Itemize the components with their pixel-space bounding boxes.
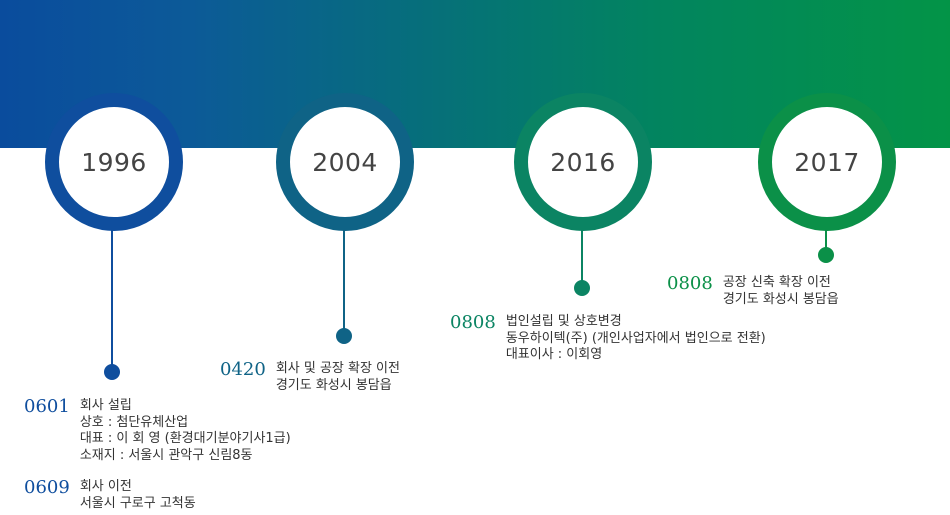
timeline-dot-2004 bbox=[336, 328, 352, 344]
event-description: 회사 설립 상호 : 첨단유체산업 대표 : 이 회 영 (환경대기분야기사1급… bbox=[80, 398, 291, 464]
event-date: 0808 bbox=[450, 312, 496, 333]
event-line: 서울시 구로구 고척동 bbox=[79, 495, 196, 511]
event-line: 대표 : 이 회 영 (환경대기분야기사1급) bbox=[79, 431, 291, 446]
event-description: 공장 신축 확장 이전 경기도 화성시 봉담읍 bbox=[723, 275, 839, 308]
event-line: 회사 및 공장 확장 이전 bbox=[275, 361, 400, 376]
year-label: 2017 bbox=[794, 147, 860, 177]
event-line: 공장 신축 확장 이전 bbox=[722, 275, 831, 290]
history-entry-2016-0808: 0808 법인설립 및 상호변경 동우하이텍(주) (개인사업자에서 법인으로 … bbox=[450, 314, 766, 364]
year-label: 2016 bbox=[550, 147, 616, 177]
year-circle-2004: 2004 bbox=[276, 93, 414, 231]
event-date: 0601 bbox=[24, 396, 70, 417]
timeline-connector-2016 bbox=[581, 226, 583, 288]
event-date: 0420 bbox=[220, 359, 266, 380]
timeline-connector-2017 bbox=[825, 226, 827, 255]
timeline-connector-1996 bbox=[111, 226, 113, 372]
year-label: 2004 bbox=[312, 147, 378, 177]
year-circle-1996: 1996 bbox=[45, 93, 183, 231]
event-line: 동우하이텍(주) (개인사업자에서 법인으로 전환) bbox=[505, 330, 766, 346]
event-description: 회사 이전 서울시 구로구 고척동 bbox=[80, 479, 196, 512]
event-description: 법인설립 및 상호변경 동우하이텍(주) (개인사업자에서 법인으로 전환) 대… bbox=[506, 314, 766, 364]
event-line: 회사 이전 bbox=[79, 479, 132, 494]
event-line: 경기도 화성시 봉담읍 bbox=[275, 377, 392, 393]
timeline-connector-2004 bbox=[343, 226, 345, 336]
event-line: 회사 설립 bbox=[79, 398, 132, 413]
history-entry-2004-0420: 0420 회사 및 공장 확장 이전 경기도 화성시 봉담읍 bbox=[220, 361, 400, 394]
year-circle-2017: 2017 bbox=[758, 93, 896, 231]
event-date: 0808 bbox=[667, 273, 713, 294]
event-line: 대표이사 : 이회영 bbox=[505, 347, 603, 362]
history-entry-1996-0609: 0609 회사 이전 서울시 구로구 고척동 bbox=[24, 479, 196, 512]
timeline-dot-2017 bbox=[818, 247, 834, 263]
event-line: 소재지 : 서울시 관악구 신림8동 bbox=[79, 447, 253, 463]
event-line: 상호 : 첨단유체산업 bbox=[79, 414, 189, 430]
event-description: 회사 및 공장 확장 이전 경기도 화성시 봉담읍 bbox=[276, 361, 400, 394]
timeline-dot-2016 bbox=[574, 280, 590, 296]
timeline-dot-1996 bbox=[104, 364, 120, 380]
event-line: 법인설립 및 상호변경 bbox=[505, 314, 622, 329]
history-entry-1996-0601: 0601 회사 설립 상호 : 첨단유체산업 대표 : 이 회 영 (환경대기분… bbox=[24, 398, 291, 464]
event-date: 0609 bbox=[24, 477, 70, 498]
year-circle-2016: 2016 bbox=[514, 93, 652, 231]
event-line: 경기도 화성시 봉담읍 bbox=[722, 291, 839, 307]
year-label: 1996 bbox=[81, 147, 147, 177]
history-entry-2017-0808: 0808 공장 신축 확장 이전 경기도 화성시 봉담읍 bbox=[667, 275, 839, 308]
